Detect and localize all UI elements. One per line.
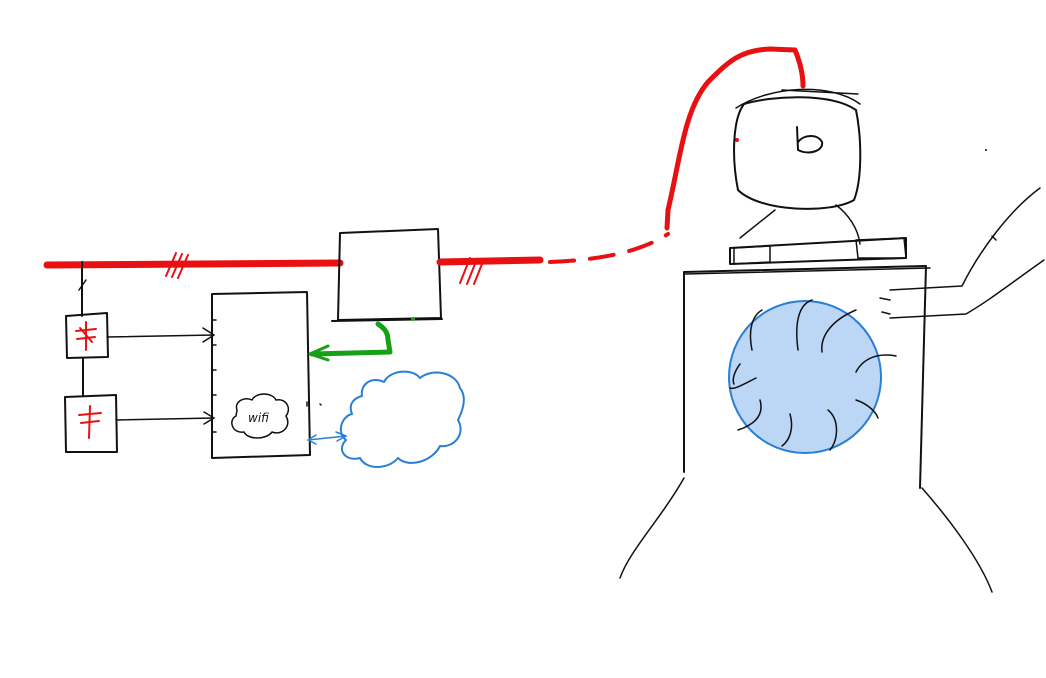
machine-head (733, 96, 862, 210)
meter-box (337, 228, 442, 321)
component-box-2 (64, 394, 118, 453)
meter-dot (411, 317, 415, 321)
machine-arm (889, 187, 1045, 319)
meter-box-bottom (331, 318, 443, 322)
controller-ticks (211, 319, 322, 433)
machine-arm-joint (879, 297, 891, 315)
machine-face-symbol (796, 126, 824, 154)
drum-icon (728, 300, 882, 454)
power-cord (665, 46, 806, 213)
machine-neck-left (739, 209, 776, 239)
power-line-right (436, 256, 544, 266)
machine-head-top (735, 88, 861, 109)
wifi-cloud (231, 393, 290, 439)
green-signal-line (309, 321, 393, 357)
machine-body (683, 265, 927, 489)
component-box-1 (65, 312, 109, 359)
phase-marks-right (459, 257, 485, 285)
machine-body-edge (683, 267, 931, 275)
signal-arrow-1 (106, 334, 215, 338)
cord-dot (735, 138, 739, 142)
cloud-link (307, 435, 347, 441)
green-arrowhead (308, 344, 330, 362)
cloud-link-head-right (335, 431, 347, 442)
machine-tray-left (733, 245, 771, 265)
machine-tray-right (855, 237, 907, 259)
controller-box (211, 291, 311, 459)
branch-tick (78, 279, 87, 291)
stray-dot (985, 149, 987, 151)
wifi-label: wifi (248, 411, 269, 425)
phase-marks-left (165, 252, 189, 279)
breaker-symbol-2 (78, 405, 102, 439)
drum-strokes (729, 299, 897, 451)
machine-head-top-2 (781, 89, 859, 95)
signal-arrow-2 (115, 417, 215, 421)
machine-leg-right (921, 487, 993, 593)
cloud-icon (339, 370, 465, 468)
machine-leg-left (619, 477, 685, 579)
machine-neck-right (835, 204, 861, 245)
power-cord-end (664, 207, 671, 231)
signal-arrowhead-1 (202, 327, 215, 343)
cloud-link-head-left (307, 434, 317, 445)
power-line-left (43, 259, 344, 269)
machine-tray (729, 237, 907, 265)
signal-arrowhead-2 (203, 411, 215, 425)
machine-arm-mark (991, 235, 997, 241)
power-line-dashed (548, 232, 670, 264)
breaker-symbol-1 (75, 321, 97, 351)
